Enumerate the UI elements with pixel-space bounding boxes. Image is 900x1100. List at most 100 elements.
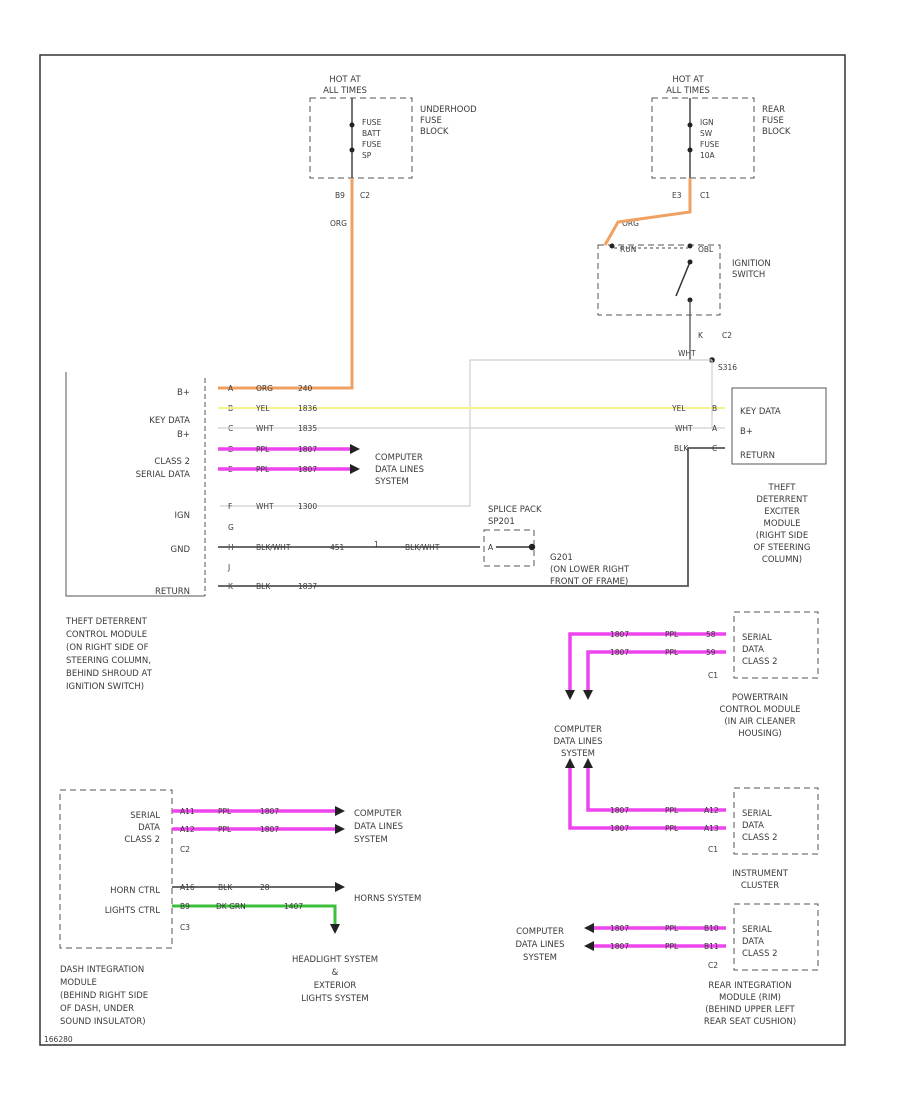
pin-label: A: [712, 424, 718, 433]
wire-purple-ipc-1: [586, 766, 726, 812]
splice-pack-name: SP201: [488, 517, 515, 527]
circuit-label: 1807: [260, 825, 279, 834]
headlight-system-label: HEADLIGHT SYSTEM: [292, 955, 378, 965]
rear-fuse-block: HOT AT ALL TIMES IGN SW FUSE 10A REAR FU…: [622, 75, 791, 228]
pin-label: A16: [180, 883, 195, 892]
connector-label: C3: [180, 923, 190, 932]
wire-color-label: PPL: [665, 824, 679, 833]
computer-data-lines-label: SYSTEM: [354, 835, 388, 845]
pin-label: E3: [672, 191, 682, 200]
wire-purple-ipc-2: [568, 766, 726, 830]
fuse-label: FUSE: [362, 140, 382, 149]
dim-pin-label: HORN CTRL: [110, 886, 160, 896]
computer-data-lines-label: COMPUTER: [554, 725, 602, 735]
arrow-right-icon: [350, 444, 360, 454]
circuit-label: 1837: [298, 582, 317, 591]
pcm-name: HOUSING): [738, 729, 781, 739]
ground-label: G201: [550, 553, 573, 563]
wire-color-label: PPL: [665, 630, 679, 639]
tdcm-pin-label: B+: [177, 430, 190, 440]
switch-terminal: [687, 243, 693, 249]
computer-data-lines-label: DATA LINES: [375, 465, 424, 475]
tdcm-pin-letter: J: [227, 563, 230, 572]
tdcm-name: BEHIND SHROUD AT: [66, 669, 153, 679]
fuse-terminal: [349, 147, 355, 153]
fuse-block-outline: [651, 97, 755, 179]
circuit-label: 1807: [610, 824, 629, 833]
tdcm-pin-label: IGN: [175, 511, 190, 521]
diagram-frame: [39, 54, 846, 1046]
tdcm-name: THEFT DETERRENT: [65, 617, 148, 627]
wire-color-label: PPL: [218, 825, 232, 834]
circuit-label: 1807: [610, 648, 629, 657]
pin-label: B10: [704, 924, 719, 933]
computer-data-lines-label: SYSTEM: [561, 749, 595, 759]
pin-label: 59: [706, 648, 716, 657]
switch-position-label: RUN: [620, 245, 636, 254]
fuse-block-outline: [309, 97, 413, 179]
tdcm-pin-letter: G: [228, 523, 234, 532]
fuse-label: FUSE: [362, 118, 382, 127]
splice-label: S316: [718, 363, 737, 372]
pcm-outline: [733, 611, 819, 679]
fuse-label: 10A: [700, 151, 716, 160]
hot-at-label: HOT AT: [329, 75, 361, 85]
wire-purple-pcm-2: [586, 650, 726, 692]
tdes-name: (RIGHT SIDE: [756, 531, 808, 541]
tdes-pin-label: RETURN: [740, 451, 775, 461]
fuse-block-name: REAR: [762, 105, 785, 115]
arrow-right-icon: [335, 806, 345, 816]
tdcm-name: (ON RIGHT SIDE OF: [66, 643, 149, 653]
tdes-outline: [731, 387, 827, 465]
wire-color-label: PPL: [665, 942, 679, 951]
wire-color-label: PPL: [256, 445, 270, 454]
wire-color-label: WHT: [675, 424, 693, 433]
circuit-label: 1807: [610, 630, 629, 639]
circuit-label: 1: [374, 540, 379, 549]
ipc-pin-label: DATA: [742, 821, 764, 831]
wire-color-label: YEL: [255, 404, 270, 413]
tdcm-pin-letter: A: [228, 384, 234, 393]
pcm-pin-label: SERIAL: [742, 633, 772, 643]
ipc-name: INSTRUMENT: [732, 869, 789, 879]
fuse-label: IGN: [700, 118, 714, 127]
ground-label: (ON LOWER RIGHT: [550, 565, 630, 575]
tdcm-pin-label: GND: [171, 545, 191, 555]
wire-black-return: [218, 447, 725, 587]
wire-orange-ign: [603, 178, 692, 246]
ignition-switch: RUN OBL IGNITION SWITCH K C2 WHT S316: [597, 243, 771, 372]
wire-purple-pcm-1: [568, 632, 726, 692]
wire-color-label: BLK/WHT: [405, 543, 440, 552]
headlight-system-label: EXTERIOR: [314, 981, 357, 991]
rim-pin-label: SERIAL: [742, 925, 772, 935]
tdcm-outline: [65, 372, 205, 597]
ground-label: FRONT OF FRAME): [550, 577, 628, 587]
tdes-name: OF STEERING: [754, 543, 811, 553]
circuit-label: 1835: [298, 424, 317, 433]
tdcm-pin-label: CLASS 2: [154, 457, 190, 467]
pin-label: B9: [335, 191, 345, 200]
wire-color-label: DK GRN: [216, 902, 246, 911]
rim-pin-label: CLASS 2: [742, 949, 778, 959]
fuse-label: BATT: [362, 129, 381, 138]
fuse-block-name: FUSE: [762, 116, 784, 126]
pin-label: K: [698, 331, 704, 340]
circuit-label: 1807: [298, 465, 317, 474]
connector-label: C2: [360, 191, 370, 200]
rim-name: REAR INTEGRATION: [708, 981, 791, 991]
hot-at-label: ALL TIMES: [323, 86, 367, 96]
tdcm-name: CONTROL MODULE: [66, 630, 147, 640]
wire-color-label: BLK/WHT: [256, 543, 291, 552]
ground-terminal: [528, 543, 536, 551]
circuit-label: 451: [330, 543, 345, 552]
dim-name: (BEHIND RIGHT SIDE: [60, 991, 148, 1001]
tdes-pin-label: B+: [740, 427, 753, 437]
fuse-label: SW: [700, 129, 713, 138]
computer-data-lines-label: SYSTEM: [523, 953, 557, 963]
computer-data-lines-label: COMPUTER: [375, 453, 423, 463]
splice-pack-outline: [483, 529, 535, 567]
fuse-terminal: [349, 122, 355, 128]
powertrain-control-module: SERIAL DATA CLASS 2 C1 POWERTRAIN CONTRO…: [708, 611, 819, 739]
pin-label: B11: [704, 942, 719, 951]
arrow-down-icon: [583, 690, 593, 700]
